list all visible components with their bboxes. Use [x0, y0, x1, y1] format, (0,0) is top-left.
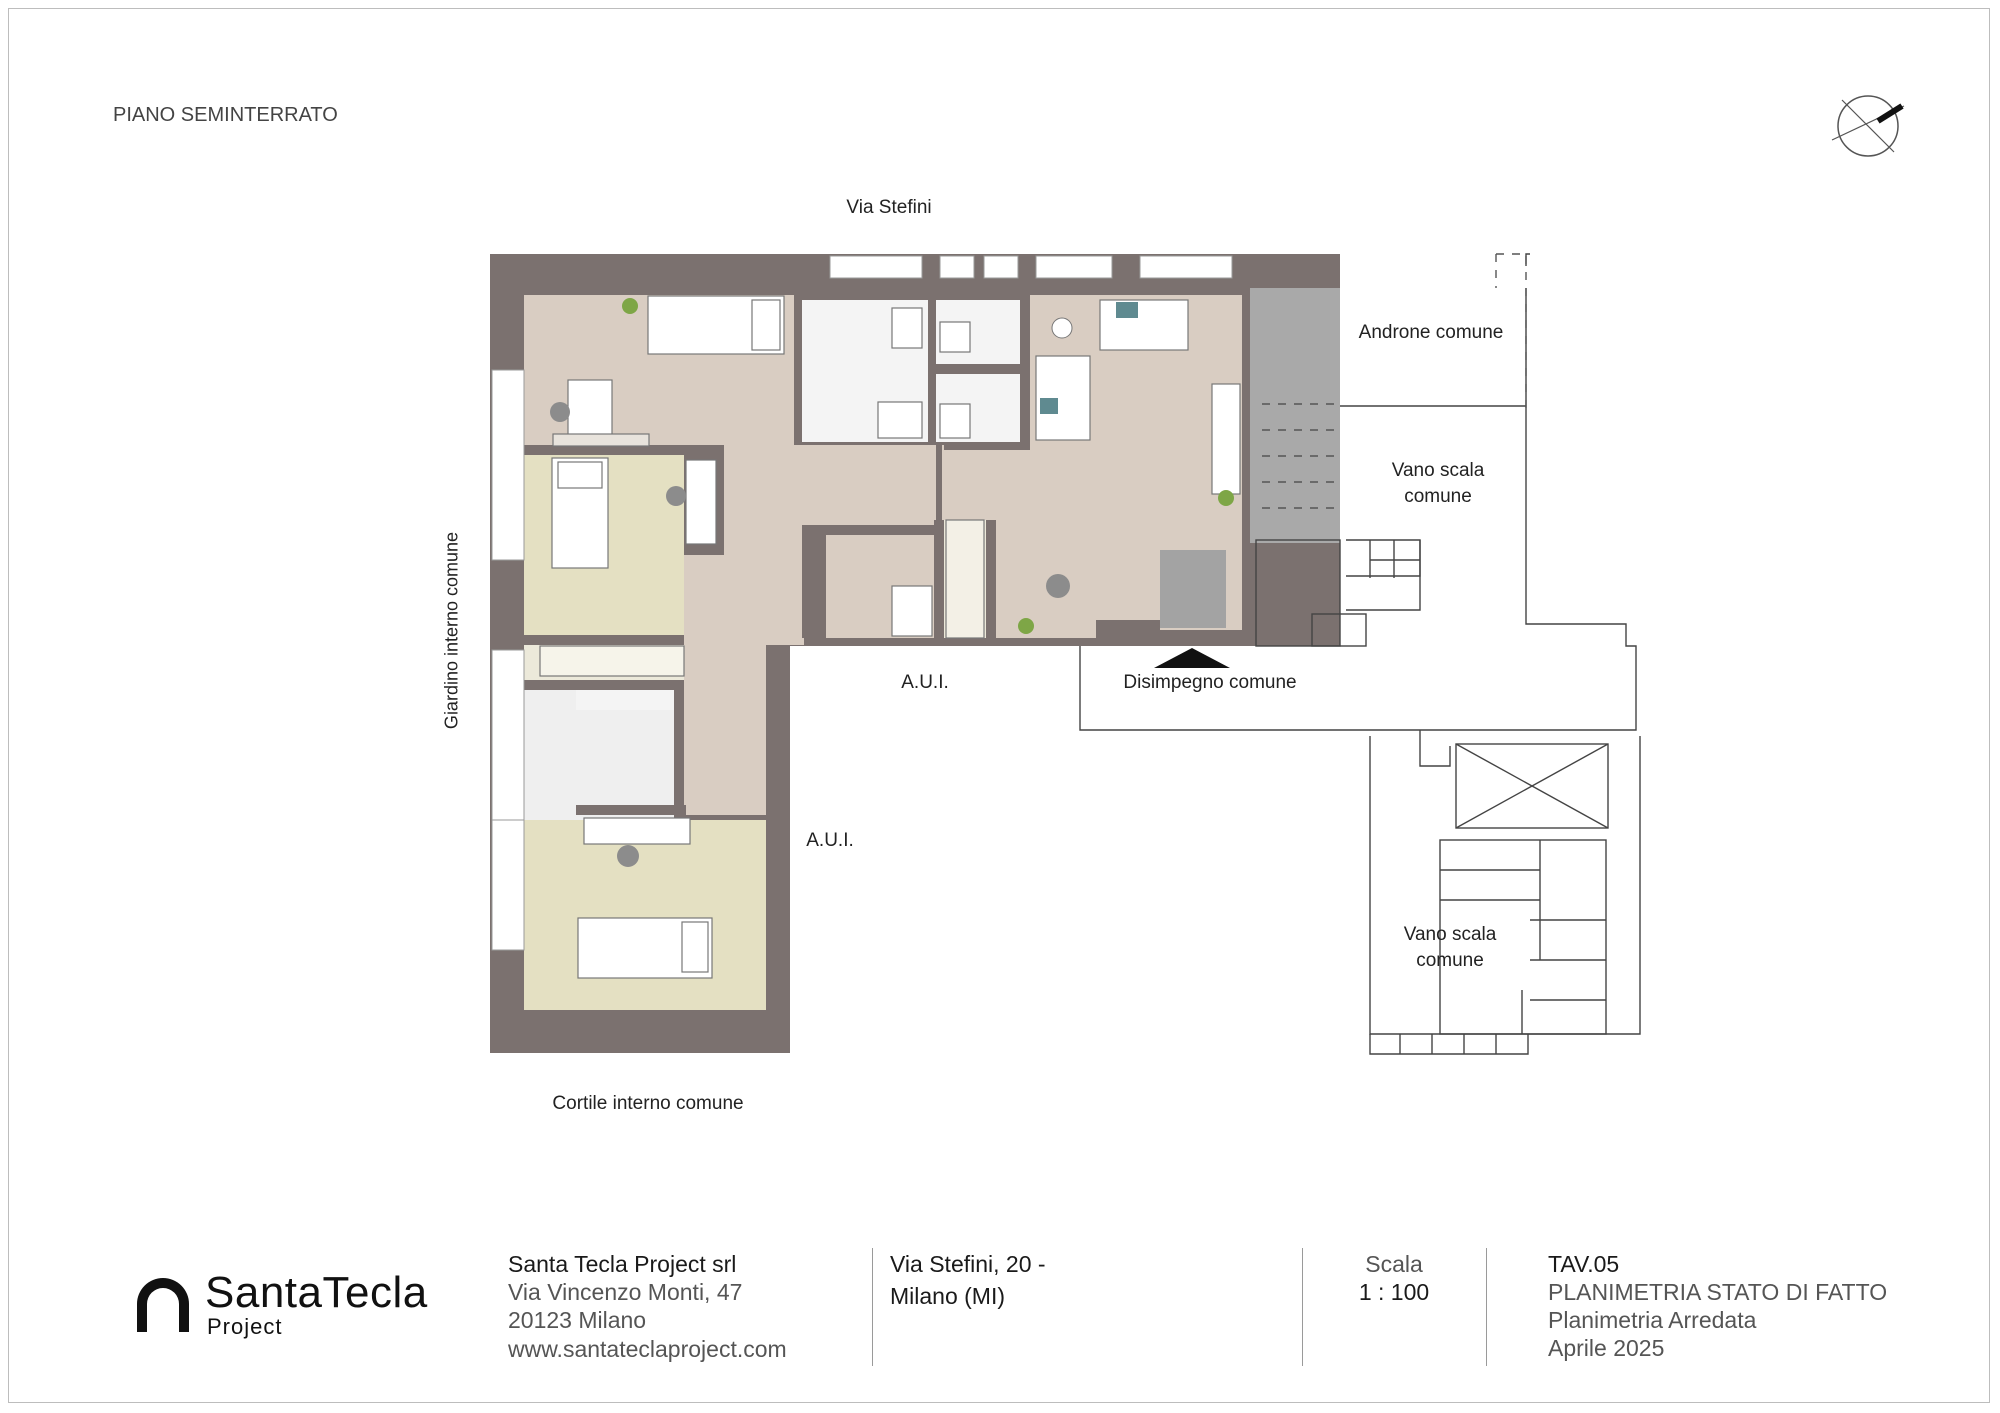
androne-label: Androne comune	[1358, 322, 1504, 343]
scale-label: Scala	[1365, 1251, 1423, 1277]
plants	[622, 298, 1234, 634]
sofa-1	[1099, 299, 1189, 351]
santatecla-logo-icon	[137, 1278, 189, 1332]
company-address: Via Vincenzo Monti, 47	[508, 1279, 743, 1305]
north-arrow-icon	[1831, 95, 1905, 157]
company-city: 20123 Milano	[508, 1307, 647, 1333]
site-address-line2: Milano (MI)	[890, 1283, 1006, 1309]
giardino-label: Giardino interno comune	[441, 531, 462, 730]
divider-3	[1486, 1248, 1487, 1366]
armchairs	[1040, 302, 1138, 414]
aui-label-1: A.U.I.	[901, 672, 949, 693]
androne-floor	[1250, 288, 1340, 543]
vano-scala-1-line2: comune	[1404, 486, 1472, 507]
floor-title: PIANO SEMINTERRATO	[113, 104, 338, 126]
entry-floor	[1160, 550, 1226, 628]
windows	[491, 255, 1233, 951]
disimpegno-label: Disimpegno comune	[1123, 672, 1297, 693]
street-label: Via Stefini	[846, 197, 932, 218]
androne-dashes	[1262, 253, 1527, 509]
sheet-code: TAV.05	[1548, 1251, 1620, 1277]
bathroom-3-floor	[524, 690, 674, 820]
entrance-triangle-icon	[1154, 648, 1230, 668]
divider-1	[872, 1248, 873, 1366]
logo-wordmark: SantaTecla	[205, 1268, 428, 1317]
vano-scala-2-line1: Vano scala	[1403, 924, 1497, 945]
bedroom-3-floor	[524, 820, 766, 1010]
common-areas	[1079, 253, 1641, 1055]
desk-bottom	[583, 817, 691, 845]
sheet-date: Aprile 2025	[1548, 1335, 1665, 1361]
site-address-line1: Via Stefini, 20 -	[890, 1251, 1046, 1277]
divider-2	[1302, 1248, 1303, 1366]
sheet-border	[8, 8, 1990, 1403]
logo-subtitle: Project	[207, 1314, 283, 1339]
company-name: Santa Tecla Project srl	[508, 1251, 737, 1277]
scale-value: 1 : 100	[1358, 1279, 1430, 1305]
cortile-label: Cortile interno comune	[552, 1093, 744, 1114]
vano-scala-1-line1: Vano scala	[1391, 460, 1485, 481]
furniture	[539, 295, 1241, 979]
round-items	[550, 317, 1073, 867]
company-website[interactable]: www.santateclaproject.com	[508, 1336, 787, 1362]
sheet-title: PLANIMETRIA STATO DI FATTO	[1548, 1279, 1888, 1305]
vano-scala-2-line2: comune	[1416, 950, 1484, 971]
aui-label-2: A.U.I.	[806, 830, 854, 851]
sheet-subtitle: Planimetria Arredata	[1548, 1307, 1757, 1333]
